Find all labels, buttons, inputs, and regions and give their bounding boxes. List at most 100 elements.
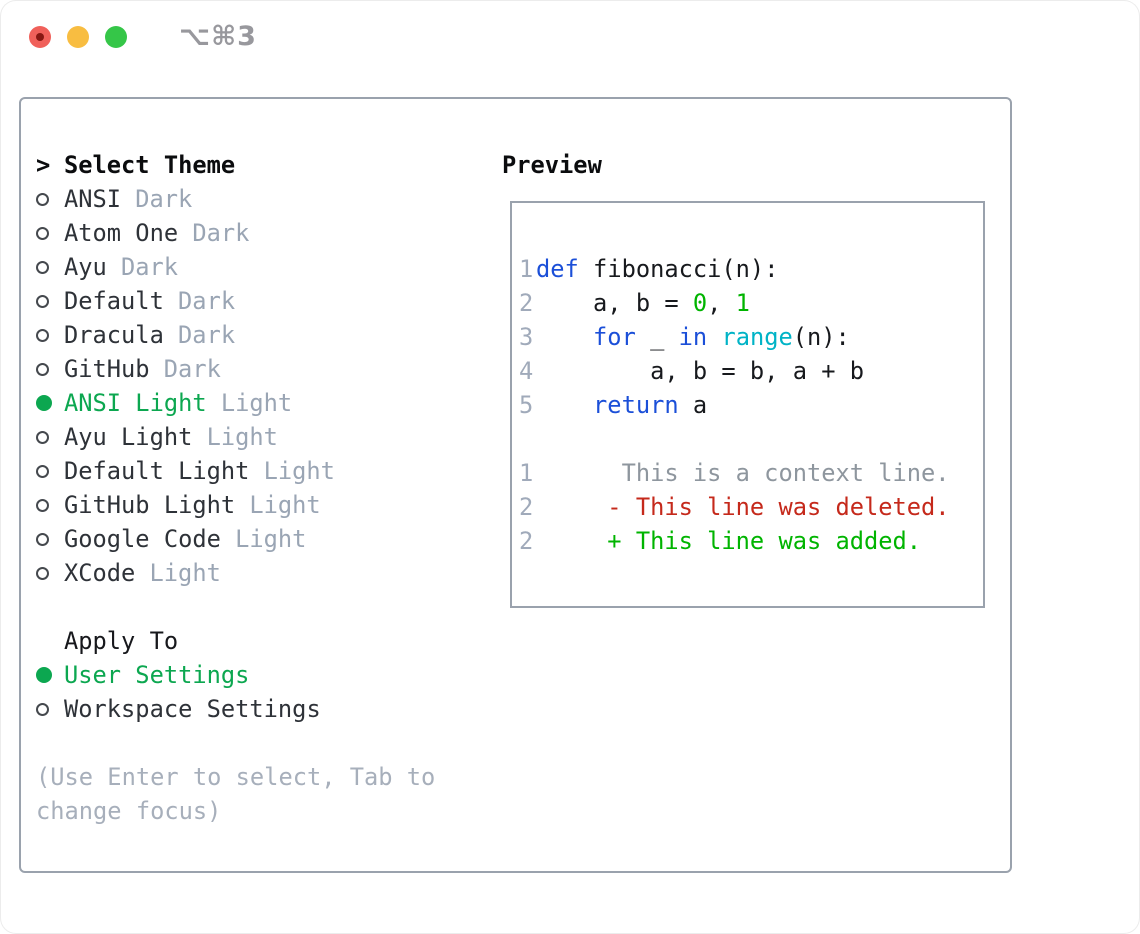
radio-icon [36, 702, 64, 716]
option-label: Workspace Settings [64, 695, 321, 723]
radio-ring [36, 430, 49, 444]
radio-ring [36, 464, 49, 478]
radio-ring [36, 566, 49, 580]
preview-line: 2 a, b = 0, 1 [519, 286, 983, 320]
option-variant-label: Light [263, 457, 335, 485]
spacer [36, 726, 435, 760]
option-label: Default Light [64, 457, 250, 485]
theme-option[interactable]: Default Light Light [36, 454, 435, 488]
code-token: , [707, 289, 736, 317]
line-number: 2 [519, 527, 534, 555]
theme-option[interactable]: Google Code Light [36, 522, 435, 556]
option-variant-label: Dark [121, 253, 179, 281]
option-variant-label: Dark [163, 355, 221, 383]
code-token: range [721, 323, 793, 351]
radio-ring [36, 498, 49, 512]
code-token [536, 323, 593, 351]
option-label: Default [64, 287, 164, 315]
preview-line: 3 for _ in range(n): [519, 320, 983, 354]
window-shortcut-label: ⌥⌘3 [179, 21, 257, 52]
option-label: Google Code [64, 525, 221, 553]
close-button[interactable] [29, 26, 51, 48]
code-token [536, 391, 593, 419]
line-text: a, b = 0, 1 [536, 286, 750, 320]
code-token: return [593, 391, 679, 419]
code-token: in [678, 323, 708, 351]
code-token [707, 323, 721, 351]
line-number: 1 [519, 255, 534, 283]
radio-icon [36, 498, 64, 512]
apply-to-option[interactable]: User Settings [36, 658, 435, 692]
radio-icon [36, 464, 64, 478]
preview-title: Preview [502, 151, 602, 179]
theme-option[interactable]: Ayu Dark [36, 250, 435, 284]
apply-to-option[interactable]: Workspace Settings [36, 692, 435, 726]
preview-line: 4 a, b = b, a + b [519, 354, 983, 388]
radio-ring [36, 260, 49, 274]
option-label: User Settings [64, 661, 250, 689]
code-token: _ [635, 323, 679, 351]
option-label: Dracula [64, 321, 164, 349]
option-variant-label: Dark [178, 287, 236, 315]
hint-line-1: (Use Enter to select, Tab to [36, 763, 436, 791]
theme-option[interactable]: Default Dark [36, 284, 435, 318]
line-number: 1 [519, 459, 534, 487]
option-label: Ayu [64, 253, 107, 281]
line-text: a, b = b, a + b [536, 354, 864, 388]
preview-line: 1 This is a context line. [519, 456, 983, 490]
minimize-button[interactable] [67, 26, 89, 48]
theme-option[interactable]: ANSI Light Light [36, 386, 435, 420]
radio-icon [36, 192, 64, 206]
line-text: def fibonacci(n): [536, 252, 778, 286]
option-variant-label: Dark [178, 321, 236, 349]
option-label: ANSI Light [64, 389, 207, 417]
spacer [36, 590, 435, 624]
line-text: This is a context line. [536, 456, 950, 490]
line-text: for _ in range(n): [536, 320, 850, 354]
code-token: a, b = b, a + b [536, 357, 865, 385]
radio-ring [36, 328, 49, 342]
radio-ring [36, 226, 49, 240]
radio-icon [36, 430, 64, 444]
code-token: 0 [692, 289, 708, 317]
code-token: for [593, 323, 636, 351]
code-token: (n): [792, 323, 850, 351]
radio-icon [36, 532, 64, 546]
option-label: Atom One [64, 219, 179, 247]
radio-ring [36, 532, 49, 546]
line-text: return a [536, 388, 707, 422]
line-number: 2 [519, 493, 534, 521]
radio-selected-icon [36, 395, 64, 411]
radio-ring [36, 702, 49, 716]
radio-selected-icon [36, 667, 64, 683]
option-label: ANSI [64, 185, 122, 213]
zoom-button[interactable] [105, 26, 127, 48]
radio-icon [36, 294, 64, 308]
theme-option[interactable]: Dracula Dark [36, 318, 435, 352]
apply-to-header-row: Apply To [36, 624, 435, 658]
line-number: 3 [519, 323, 534, 351]
theme-picker-header-row: > Select Theme [36, 148, 435, 182]
preview-blank-line [519, 218, 983, 252]
option-variant-label: Light [220, 389, 293, 417]
code-token: def [536, 255, 579, 283]
line-number: 4 [519, 357, 534, 385]
code-token: This is a context line. [536, 459, 950, 487]
option-label: GitHub Light [64, 491, 236, 519]
radio-icon [36, 566, 64, 580]
selection-prompt-icon: > [36, 151, 51, 179]
line-number: 5 [519, 391, 534, 419]
radio-dot [36, 667, 52, 683]
option-variant-label: Light [235, 525, 307, 553]
